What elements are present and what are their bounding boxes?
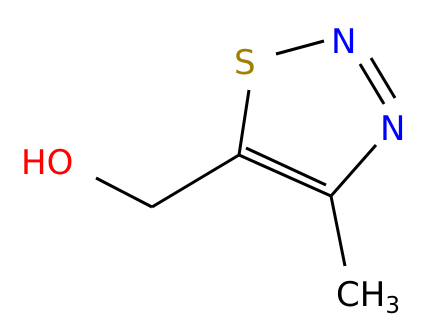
bond-s-n (275, 39, 325, 56)
atom-hydroxyl: HO (21, 143, 73, 183)
bond-ch2-o (95, 176, 153, 209)
atom-sulfur: S (234, 43, 256, 83)
bond-n-n-double-a (358, 63, 386, 105)
atom-nitrogen-2: N (331, 22, 356, 62)
atom-nitrogen-3: N (380, 109, 405, 149)
bond-c4-c5-double-a (238, 153, 332, 198)
bond-c4-c5-double-b (245, 146, 327, 187)
bond-n-n-double-b (369, 57, 397, 99)
bond-c4-methyl (329, 195, 347, 267)
bond-n-c4 (329, 144, 378, 197)
bond-c5-s (237, 89, 251, 156)
atom-methyl: CH3 (336, 275, 400, 319)
bond-c5-ch2 (151, 153, 240, 209)
atom-methyl-subscript: 3 (385, 293, 400, 319)
atom-methyl-label: CH (336, 275, 385, 315)
